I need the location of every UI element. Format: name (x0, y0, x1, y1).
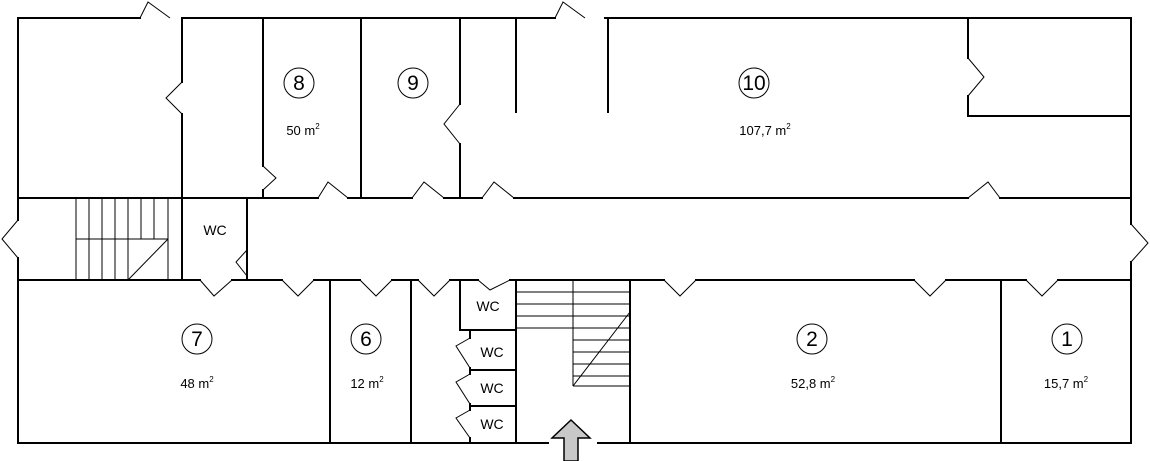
room-6-number: 6 (350, 323, 382, 355)
door (165, 81, 183, 115)
entrance-arrow-icon (550, 418, 592, 461)
door (477, 279, 511, 291)
wc-label-corridor: WC (203, 222, 226, 238)
svg-text:1: 1 (1061, 328, 1073, 351)
staircase-icon (516, 279, 631, 387)
wc-label-2: WC (480, 344, 503, 360)
lower-partitions (329, 279, 1002, 444)
door (1025, 279, 1059, 297)
upper-partitions (181, 17, 1132, 199)
room-6-area: 12 m2 (350, 375, 384, 391)
svg-text:7: 7 (191, 328, 203, 351)
door (663, 279, 697, 297)
room-7-area: 48 m2 (180, 375, 214, 391)
door (359, 279, 393, 297)
room-1-number: 1 (1051, 323, 1083, 355)
room-2-area: 52,8 m2 (791, 375, 836, 391)
door (481, 181, 515, 199)
door (317, 181, 349, 199)
room-numbers: 1 2 6 7 8 9 10 (181, 67, 1083, 355)
door (1130, 223, 1149, 263)
wc-label-1: WC (476, 298, 499, 314)
wc-label-4: WC (480, 416, 503, 432)
door (967, 181, 1001, 199)
room-areas: 15,7 m2 52,8 m2 12 m2 48 m2 50 m2 107,7 … (180, 122, 1088, 391)
door (443, 103, 461, 145)
door (411, 181, 445, 199)
door (455, 337, 471, 369)
corridor-wc-walls (181, 197, 248, 281)
door (262, 165, 277, 191)
wc-labels: WC WC WC WC WC (203, 222, 503, 432)
door (235, 249, 248, 277)
wc-label-3: WC (480, 380, 503, 396)
staircase-icon (75, 197, 169, 281)
room-8-area: 50 m2 (286, 122, 320, 138)
room-9-number: 9 (397, 67, 429, 99)
room-2-number: 2 (796, 323, 828, 355)
corridor-walls (17, 197, 1132, 281)
room-1-area: 15,7 m2 (1044, 375, 1089, 391)
room-10-area: 107,7 m2 (739, 122, 791, 138)
room-10-number: 10 (738, 67, 770, 99)
door (281, 279, 315, 297)
svg-text:8: 8 (293, 72, 305, 95)
svg-text:2: 2 (806, 328, 818, 351)
svg-text:6: 6 (360, 328, 372, 351)
svg-text:9: 9 (407, 72, 419, 95)
door (554, 1, 586, 19)
svg-text:10: 10 (742, 72, 765, 95)
door (455, 373, 471, 405)
door (1, 219, 19, 259)
door (455, 409, 471, 439)
room-8-number: 8 (283, 67, 315, 99)
outer-walls (17, 17, 1132, 444)
door (417, 279, 451, 297)
door (139, 1, 171, 19)
room-7-number: 7 (181, 323, 213, 355)
door (913, 279, 947, 297)
door (967, 57, 985, 97)
doors (1, 1, 1149, 439)
door (199, 279, 233, 297)
